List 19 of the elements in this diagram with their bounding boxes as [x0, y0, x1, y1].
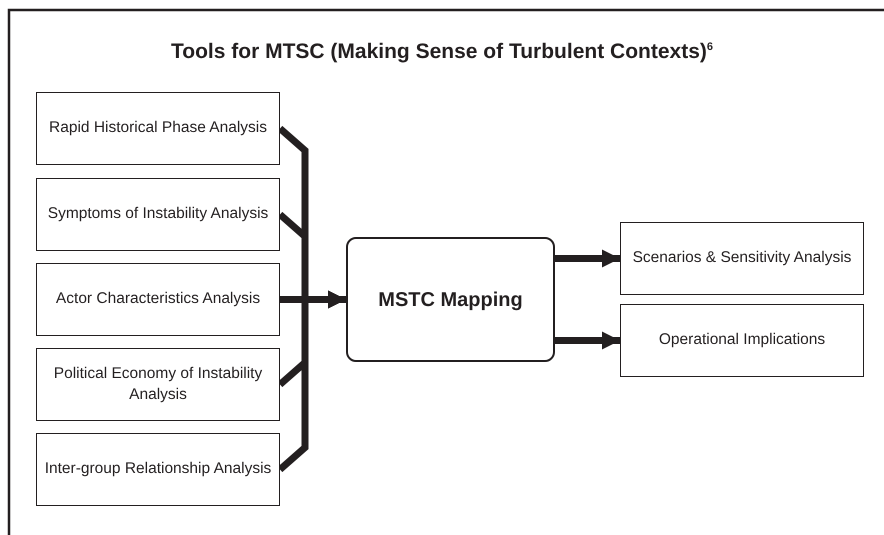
node-label: Inter-group Relationship Analysis — [44, 459, 272, 480]
node-label: Scenarios & Sensitivity Analysis — [632, 248, 852, 268]
process-box — [36, 92, 280, 165]
node-label: Operational Implications — [658, 330, 826, 350]
process-box — [620, 304, 864, 377]
node-label: Rapid Historical Phase Analysis — [48, 118, 268, 138]
process-box — [36, 348, 280, 421]
node-label: Symptoms of Instability Analysis — [46, 204, 270, 224]
node-label: MSTC Mapping — [377, 288, 524, 312]
diagram-title: Tools for MTSC (Making Sense of Turbulent Contexts)$^{6}$ — [170, 40, 714, 64]
process-box — [36, 433, 280, 506]
node-label: Actor Characteristics Analysis — [54, 289, 262, 310]
central-box — [346, 237, 555, 362]
process-box — [36, 178, 280, 251]
arrow — [555, 250, 620, 268]
process-box — [36, 263, 280, 336]
arrow — [555, 332, 620, 350]
process-box — [620, 222, 864, 295]
node-label: Political Economy of Instability Analysis — [52, 364, 264, 404]
